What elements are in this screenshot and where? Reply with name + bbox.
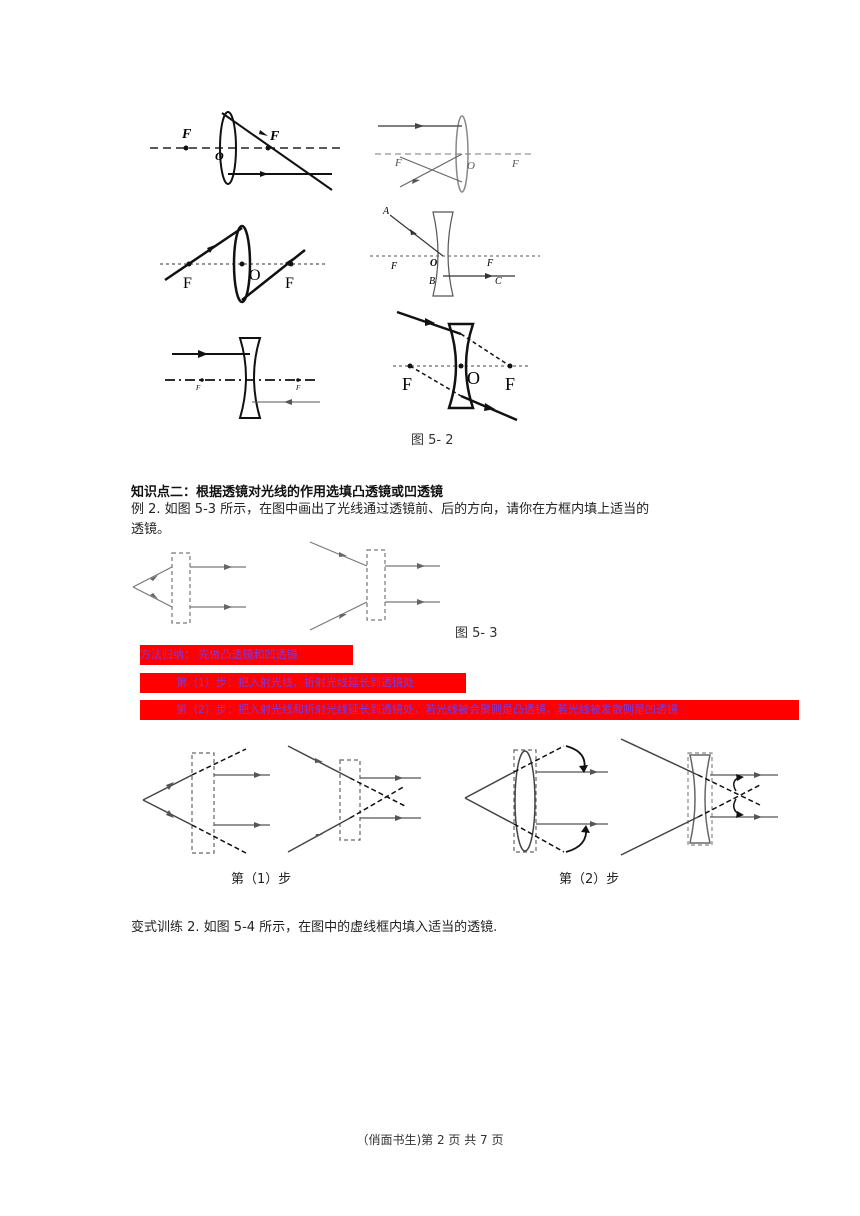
- panel6-label: O: [467, 368, 480, 388]
- panel2-label: F: [511, 158, 519, 170]
- variant-exercise-text: 变式训练 2. 如图 5-4 所示，在图中的虚线框内填入适当的透镜.: [131, 920, 498, 935]
- step1-diagram-left: [138, 745, 278, 860]
- fig5-2-panel-5: F F: [160, 330, 320, 425]
- method-bar-2-text: 第（1）步：把入射光线、折射光线延长到透镜处: [176, 676, 414, 689]
- panel6-label: F: [402, 374, 412, 394]
- method-bar-1-text: 方法归纳： 先做凸透镜和凹透镜: [140, 648, 298, 661]
- fig5-2-panel-2: F O F: [370, 112, 535, 197]
- figure-5-3-caption: 图 5- 3: [455, 626, 498, 641]
- method-bar-3: 第（2）步：把入射光线和折射光线延长到透镜处，若光线被会聚则是凸透镜，若光线被发…: [140, 700, 799, 720]
- figure-5-2-caption: 图 5- 2: [411, 433, 454, 448]
- example-line-1: 例 2. 如图 5-3 所示，在图中画出了光线通过透镜前、后的方向，请你在方框内…: [131, 502, 650, 517]
- panel4-label: O: [430, 258, 437, 269]
- panel1-label: O: [215, 149, 224, 163]
- fig5-2-panel-4: A F O F B C: [365, 200, 540, 300]
- fig5-2-panel-1: F F O: [140, 108, 340, 198]
- fig5-3-right: [305, 538, 445, 633]
- panel4-label: F: [486, 258, 494, 269]
- panel2-label: F: [394, 157, 402, 169]
- panel1-label: F: [181, 127, 192, 142]
- panel3-label: F: [285, 275, 294, 292]
- section-heading: 知识点二：根据透镜对光线的作用选填凸透镜或凹透镜: [131, 485, 444, 500]
- example-line-2: 透镜。: [131, 522, 171, 537]
- fig5-2-panel-3: F O F: [155, 220, 325, 305]
- panel2-label: O: [467, 160, 475, 172]
- fig5-3-left: [128, 545, 253, 630]
- panel5-label: F: [195, 384, 201, 392]
- panel5-label: F: [295, 384, 301, 392]
- fig5-2-panel-6: F O F: [385, 308, 535, 426]
- step2-diagram-right: [618, 735, 783, 860]
- panel4-label: F: [390, 261, 398, 272]
- page-footer: （俏面书生)第 2 页 共 7 页: [356, 1133, 504, 1147]
- panel1-label: F: [269, 129, 280, 144]
- panel3-label: F: [183, 275, 192, 292]
- panel4-label: B: [429, 276, 435, 287]
- panel6-label: F: [505, 374, 515, 394]
- panel4-label: C: [495, 276, 502, 287]
- panel3-label: O: [249, 267, 261, 284]
- step2-diagram-left: [462, 740, 612, 860]
- step1-diagram-right: [285, 742, 425, 857]
- method-bar-1: 方法归纳： 先做凸透镜和凹透镜: [140, 645, 353, 665]
- panel4-label: A: [382, 206, 390, 217]
- step1-label: 第（1）步: [231, 872, 292, 887]
- method-bar-3-text: 第（2）步：把入射光线和折射光线延长到透镜处，若光线被会聚则是凸透镜，若光线被发…: [176, 703, 678, 716]
- method-bar-2: 第（1）步：把入射光线、折射光线延长到透镜处: [140, 673, 466, 693]
- step2-label: 第（2）步: [559, 872, 620, 887]
